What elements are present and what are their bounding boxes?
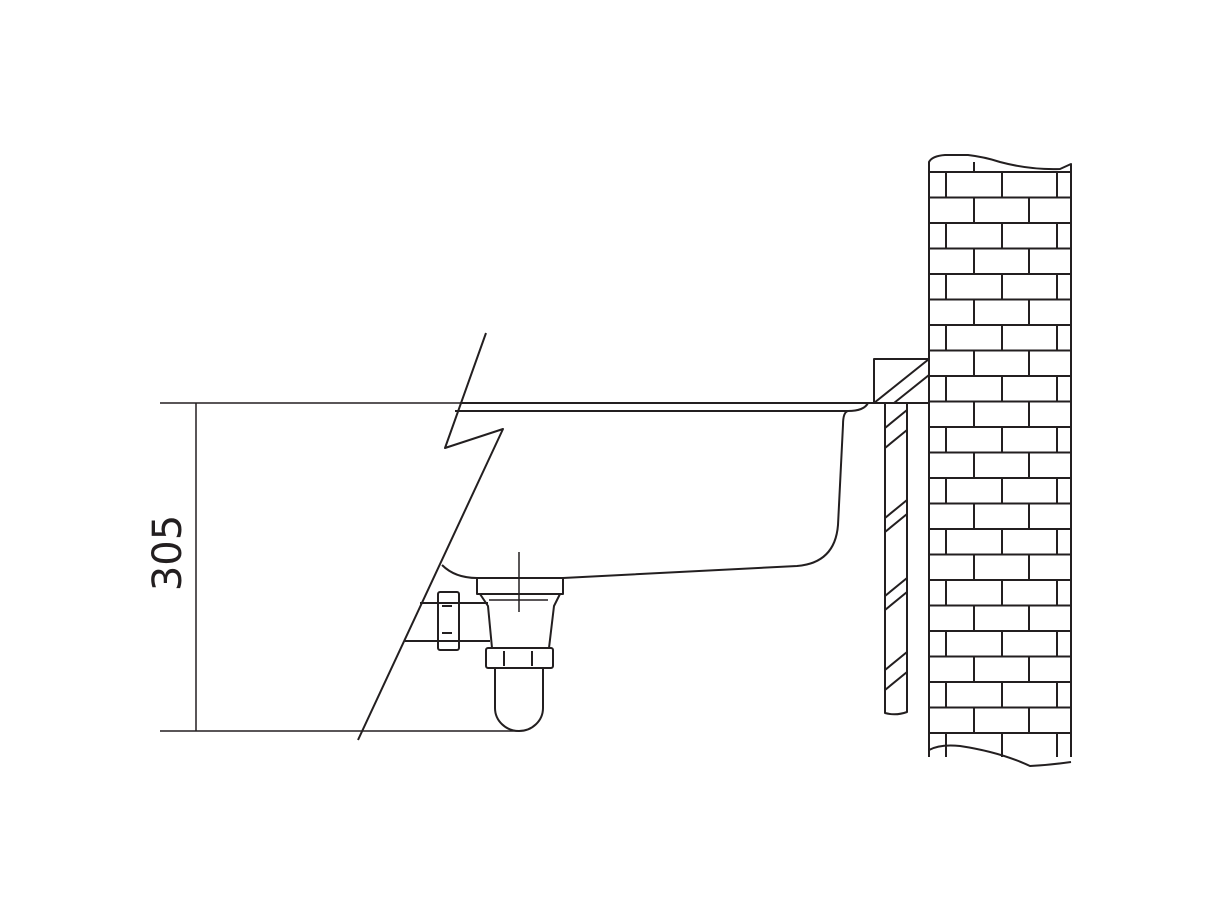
drain-body — [479, 593, 561, 649]
bracket-box — [873, 358, 929, 403]
sink-bowl — [441, 402, 929, 579]
drain-waste — [405, 552, 564, 732]
overflow-pipe — [405, 602, 490, 642]
break-line — [357, 332, 504, 741]
height-dimension: 305 — [145, 402, 520, 732]
wall-bracket — [873, 358, 930, 716]
wall-outline — [928, 154, 1072, 757]
wall-break-bottom — [928, 744, 1072, 767]
bowl-left-edge — [441, 564, 478, 579]
drain-flange — [476, 577, 564, 595]
overflow-nut-ribs — [442, 605, 452, 634]
bracket-hatch — [873, 358, 930, 404]
overflow-nut — [437, 591, 460, 651]
rim-edge — [847, 402, 869, 412]
brick-wall — [928, 154, 1072, 767]
dimension-label: 305 — [145, 515, 191, 591]
support-rail — [884, 403, 908, 716]
bowl-outline — [455, 410, 849, 579]
trap-tube — [494, 668, 544, 732]
rail-hatch — [884, 409, 908, 691]
drain-nut — [485, 647, 554, 669]
drain-nut-ribs — [503, 651, 533, 666]
